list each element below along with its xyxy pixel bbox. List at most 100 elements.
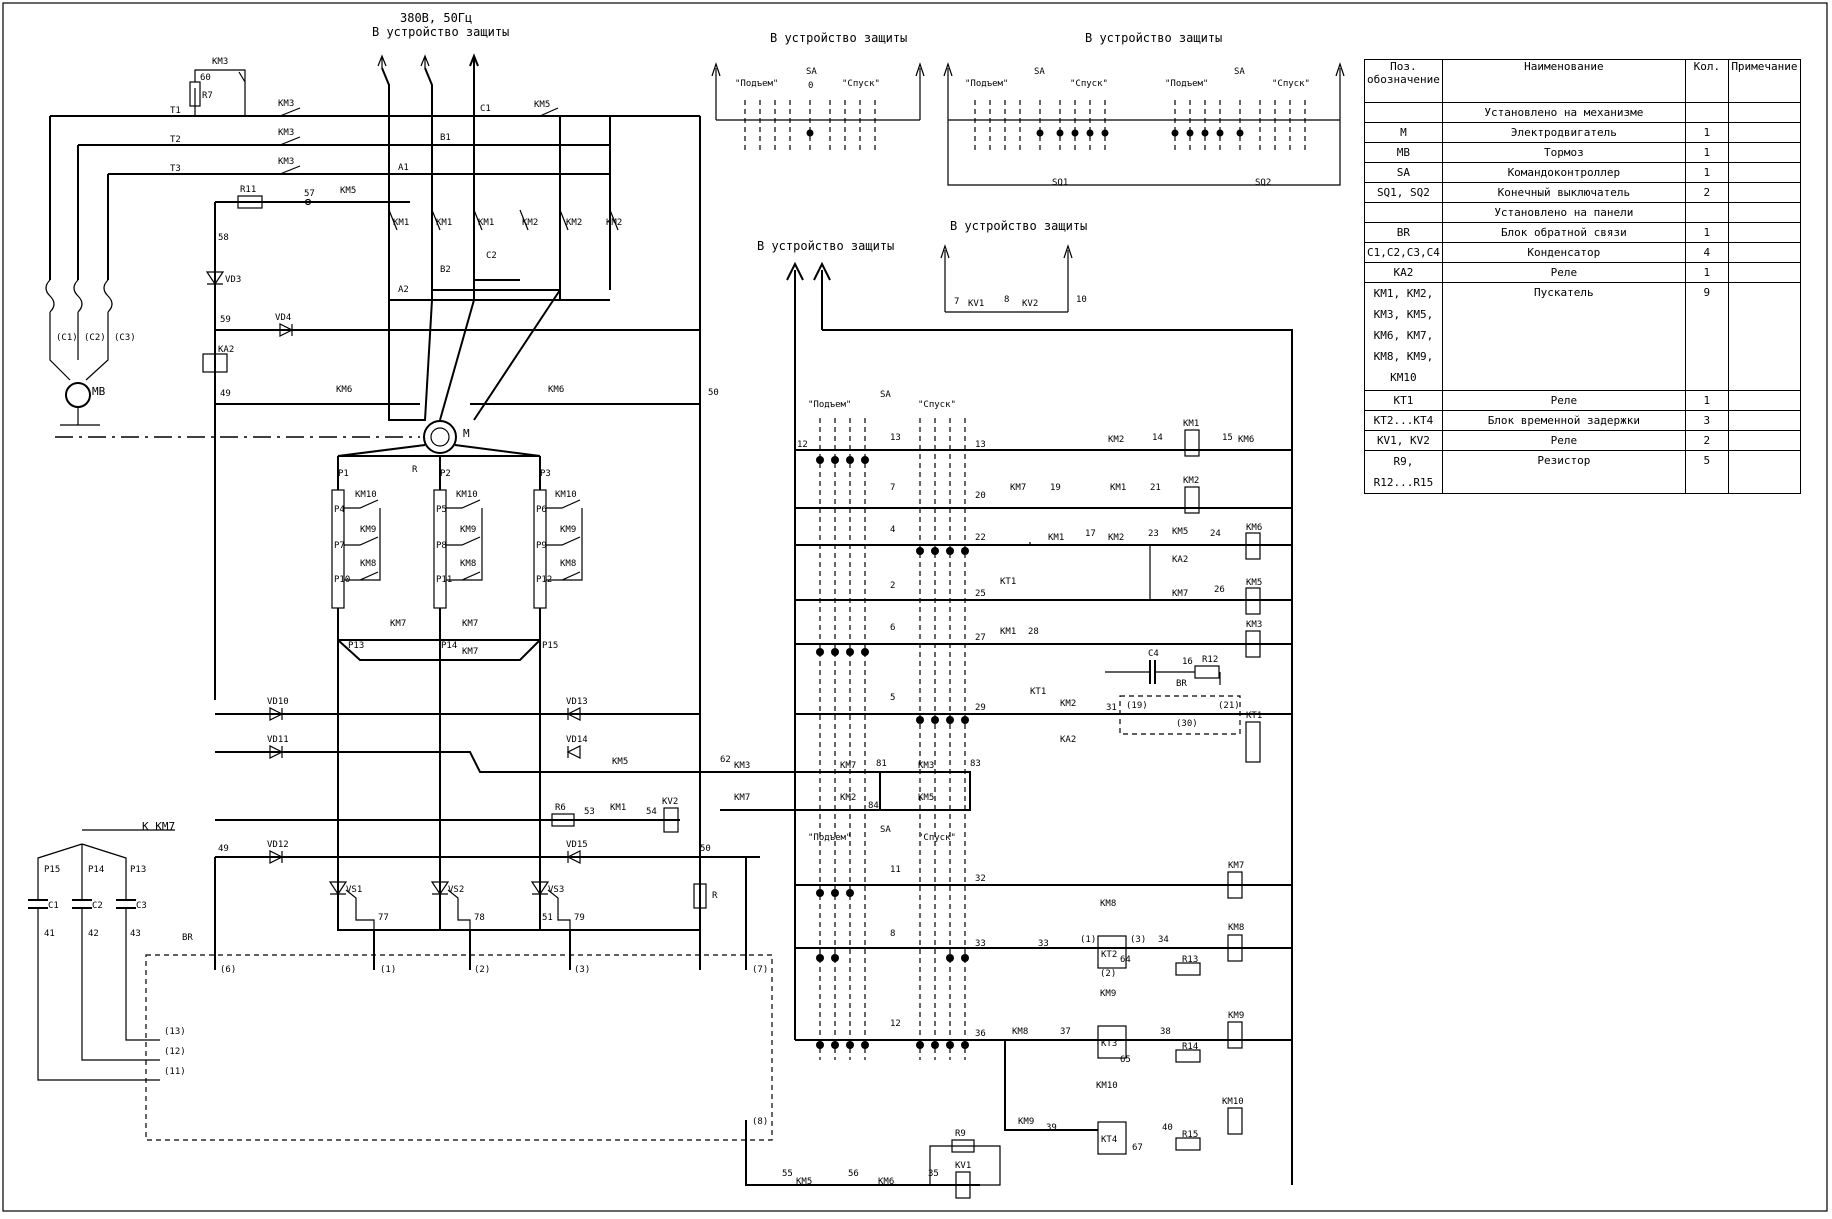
svg-text:В устройство защиты: В устройство защиты xyxy=(770,31,907,45)
svg-text:28: 28 xyxy=(1028,627,1039,637)
svg-text:R12: R12 xyxy=(1202,655,1218,665)
svg-text:P8: P8 xyxy=(436,541,447,551)
svg-text:VD14: VD14 xyxy=(566,735,588,745)
svg-text:(13): (13) xyxy=(164,1027,186,1037)
svg-text:(21): (21) xyxy=(1218,701,1240,711)
svg-text:P2: P2 xyxy=(440,469,451,479)
svg-text:17: 17 xyxy=(1085,529,1096,539)
svg-text:KM3: KM3 xyxy=(278,157,294,167)
svg-text:KM6: KM6 xyxy=(1246,523,1262,533)
svg-text:R: R xyxy=(412,465,418,475)
svg-text:KM3: KM3 xyxy=(734,761,750,771)
svg-text:KM10: KM10 xyxy=(1096,1081,1118,1091)
svg-text:(C1): (C1) xyxy=(56,333,78,343)
svg-text:KA2: KA2 xyxy=(1172,555,1188,565)
svg-text:C3: C3 xyxy=(136,901,147,911)
svg-text:KM8: KM8 xyxy=(1100,899,1116,909)
svg-text:(3): (3) xyxy=(574,965,590,975)
svg-text:KM5: KM5 xyxy=(1246,578,1262,588)
svg-text:27: 27 xyxy=(975,633,986,643)
svg-text:KM2: KM2 xyxy=(840,793,856,803)
svg-text:B2: B2 xyxy=(440,265,451,275)
svg-text:KM2: KM2 xyxy=(566,218,582,228)
svg-text:5: 5 xyxy=(890,693,895,703)
svg-text:P15: P15 xyxy=(542,641,558,651)
svg-text:KM6: KM6 xyxy=(548,385,564,395)
svg-text:KM7: KM7 xyxy=(1228,861,1244,871)
svg-text:KA2: KA2 xyxy=(1060,735,1076,745)
svg-text:SA: SA xyxy=(806,67,817,77)
svg-text:VD13: VD13 xyxy=(566,697,588,707)
svg-text:15: 15 xyxy=(1222,433,1233,443)
svg-text:P13: P13 xyxy=(348,641,364,651)
svg-text:KM6: KM6 xyxy=(336,385,352,395)
svg-text:KV1: KV1 xyxy=(955,1161,971,1171)
svg-text:VS3: VS3 xyxy=(548,885,564,895)
svg-text:(6): (6) xyxy=(220,965,236,975)
svg-text:В устройство защиты: В устройство защиты xyxy=(757,239,894,253)
svg-text:A1: A1 xyxy=(398,163,409,173)
svg-text:SA: SA xyxy=(880,825,891,835)
svg-text:22: 22 xyxy=(975,533,986,543)
svg-text:KM6: KM6 xyxy=(1238,435,1254,445)
svg-text:KM2: KM2 xyxy=(606,218,622,228)
svg-text:R11: R11 xyxy=(240,185,256,195)
svg-text:65: 65 xyxy=(1120,1055,1131,1065)
svg-text:(3): (3) xyxy=(1130,935,1146,945)
svg-text:33: 33 xyxy=(1038,939,1049,949)
svg-text:KM7: KM7 xyxy=(462,647,478,657)
svg-text:C2: C2 xyxy=(92,901,103,911)
svg-text:KM5: KM5 xyxy=(534,100,550,110)
svg-text:KM2: KM2 xyxy=(1108,533,1124,543)
svg-text:KT2: KT2 xyxy=(1101,950,1117,960)
svg-text:R6: R6 xyxy=(555,803,566,813)
svg-text:"Подъем": "Подъем" xyxy=(965,79,1008,89)
svg-text:P1: P1 xyxy=(338,469,349,479)
svg-text:P4: P4 xyxy=(334,505,345,515)
svg-text:KM7: KM7 xyxy=(1010,483,1026,493)
svg-text:KM10: KM10 xyxy=(456,490,478,500)
svg-text:KM2: KM2 xyxy=(1060,699,1076,709)
svg-text:67: 67 xyxy=(1132,1143,1143,1153)
svg-text:KM3: KM3 xyxy=(918,761,934,771)
power-circuit: 380В, 50Гц В устройство защиты T1 T2 T3 … xyxy=(28,11,980,1186)
svg-text:"Подъем": "Подъем" xyxy=(735,79,778,89)
svg-text:C4: C4 xyxy=(1148,649,1159,659)
svg-text:KM8: KM8 xyxy=(1228,923,1244,933)
svg-text:KM8: KM8 xyxy=(1012,1027,1028,1037)
svg-text:P14: P14 xyxy=(441,641,457,651)
svg-text:38: 38 xyxy=(1160,1027,1171,1037)
svg-text:49: 49 xyxy=(220,389,231,399)
svg-text:VS2: VS2 xyxy=(448,885,464,895)
svg-text:(12): (12) xyxy=(164,1047,186,1057)
svg-text:KM1: KM1 xyxy=(1000,627,1016,637)
svg-text:(30): (30) xyxy=(1176,719,1198,729)
svg-text:T3: T3 xyxy=(170,164,181,174)
svg-text:KT4: KT4 xyxy=(1101,1135,1117,1145)
svg-text:SA: SA xyxy=(1034,67,1045,77)
svg-text:8: 8 xyxy=(890,929,895,939)
svg-text:MB: MB xyxy=(92,385,106,398)
svg-text:35: 35 xyxy=(928,1169,939,1179)
svg-text:KM7: KM7 xyxy=(1172,589,1188,599)
svg-text:40: 40 xyxy=(1162,1123,1173,1133)
svg-text:P7: P7 xyxy=(334,541,345,551)
svg-text:31: 31 xyxy=(1106,703,1117,713)
supply-protect-label: В устройство защиты xyxy=(372,25,509,39)
spec-header-qty: Кол. xyxy=(1684,59,1729,103)
svg-text:P15: P15 xyxy=(44,865,60,875)
svg-text:51: 51 xyxy=(542,913,553,923)
svg-text:"Спуск": "Спуск" xyxy=(842,79,880,89)
svg-text:R: R xyxy=(712,891,718,901)
svg-text:C1: C1 xyxy=(48,901,59,911)
svg-text:"Спуск": "Спуск" xyxy=(918,400,956,410)
svg-text:KM10: KM10 xyxy=(1222,1097,1244,1107)
svg-text:53: 53 xyxy=(584,807,595,817)
svg-text:KM8: KM8 xyxy=(560,559,576,569)
svg-text:A2: A2 xyxy=(398,285,409,295)
svg-text:13: 13 xyxy=(890,433,901,443)
svg-text:33: 33 xyxy=(975,939,986,949)
svg-text:KM3: KM3 xyxy=(1246,620,1262,630)
